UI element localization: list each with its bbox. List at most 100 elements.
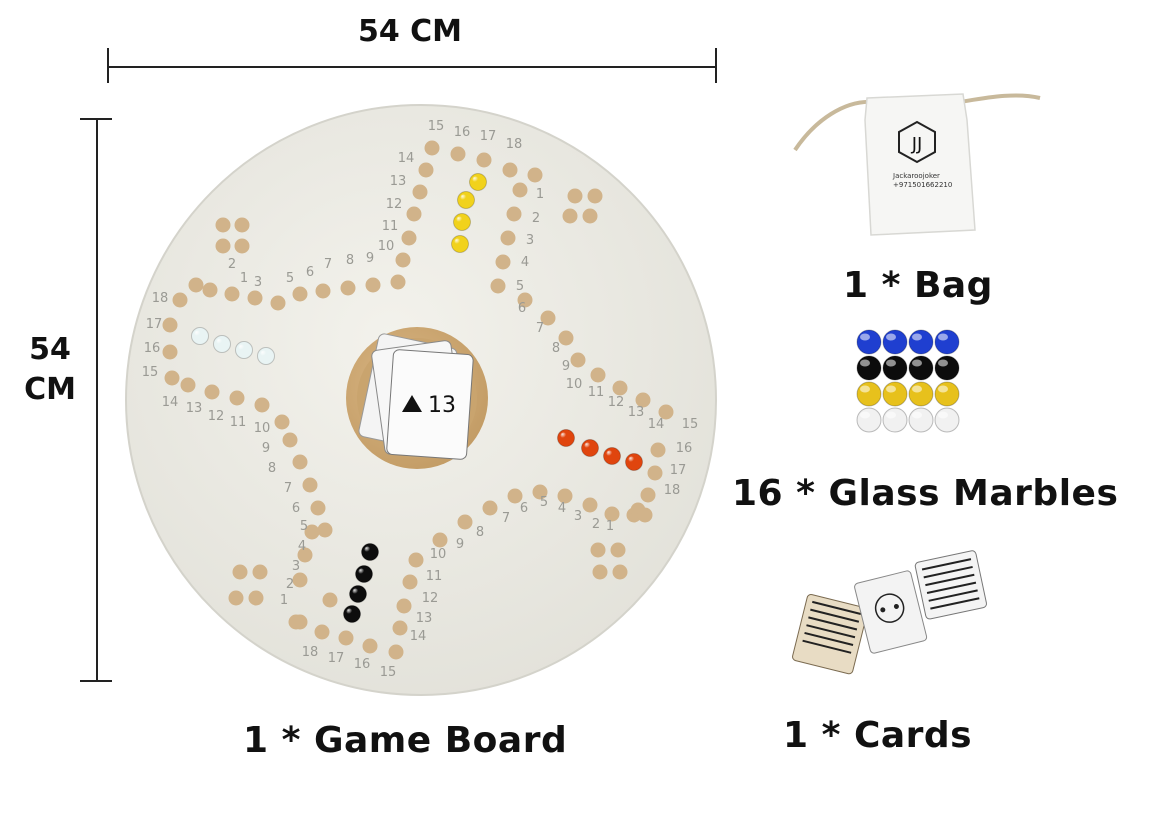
board-hole	[507, 488, 523, 504]
board-track-number: 6	[292, 501, 300, 516]
board-holes	[162, 140, 674, 660]
board-hole	[502, 162, 518, 178]
board-track-number: 14	[398, 151, 415, 166]
glass-marble-highlight	[886, 333, 896, 341]
board-marble	[213, 335, 231, 353]
board-hole	[224, 286, 240, 302]
board-track-number: 5	[516, 279, 524, 294]
board-track-number: 12	[608, 395, 625, 410]
board-hole	[254, 397, 270, 413]
board-track-number: 4	[521, 255, 529, 270]
board-hole	[587, 188, 603, 204]
height-dimension-label: 54 CM	[10, 330, 90, 410]
board-hole	[482, 500, 498, 516]
board-hole	[540, 310, 556, 326]
width-dimension-tick-left	[107, 48, 109, 83]
board-hole	[292, 572, 308, 588]
board-track-number: 3	[526, 233, 534, 248]
board-hole	[180, 377, 196, 393]
board-hole	[570, 352, 586, 368]
glass-marble	[882, 355, 908, 381]
board-marble	[603, 447, 621, 465]
board-track-number: 10	[378, 239, 395, 254]
board-track-number: 5	[300, 519, 308, 534]
card-center	[854, 570, 928, 654]
board-track-number: 15	[142, 365, 159, 380]
glass-marble	[908, 329, 934, 355]
glass-marble-highlight	[912, 411, 922, 419]
board-track-number: 17	[670, 463, 687, 478]
board-hole	[557, 488, 573, 504]
board-hole	[412, 184, 428, 200]
board-track-number: 17	[146, 317, 163, 332]
board-track-number: 12	[208, 409, 225, 424]
board-track-number: 17	[480, 129, 497, 144]
board-track-number: 6	[520, 501, 528, 516]
board-track-number: 16	[354, 657, 371, 672]
board-track-number: 2	[228, 257, 236, 272]
board-hole	[164, 370, 180, 386]
board-hole	[229, 390, 245, 406]
height-dimension-label-line2: CM	[24, 372, 76, 407]
board-track-number: 11	[382, 219, 399, 234]
board-hole	[582, 497, 598, 513]
board-track-number: 10	[430, 547, 447, 562]
board-track-number: 16	[676, 441, 693, 456]
board-track-number: 18	[506, 137, 523, 152]
board-marble	[581, 439, 599, 457]
board-track-number: 9	[562, 359, 570, 374]
glass-marble-highlight	[886, 411, 896, 419]
glass-marble	[934, 355, 960, 381]
board-track-number: 11	[230, 415, 247, 430]
glass-marble-highlight	[938, 385, 948, 393]
board-hole	[392, 620, 408, 636]
board-marble	[457, 191, 475, 209]
board-track-number: 14	[162, 395, 179, 410]
board-marble-highlight	[606, 450, 613, 457]
board-hole	[517, 292, 533, 308]
board-track-number: 1	[280, 593, 288, 608]
glass-marble	[908, 407, 934, 433]
card-stack-right	[914, 550, 987, 620]
board-marble-highlight	[472, 176, 479, 183]
board-hole	[635, 392, 651, 408]
board-track-number: 1	[606, 519, 614, 534]
bag-phone: +971501662210	[893, 181, 952, 189]
board-track-number: 3	[292, 559, 300, 574]
board-hole	[604, 506, 620, 522]
board-hole	[650, 442, 666, 458]
board-track-number: 6	[306, 265, 314, 280]
board-hole	[322, 592, 338, 608]
board-marble-highlight	[260, 350, 267, 357]
cards-deck	[792, 550, 987, 675]
board-hole	[314, 624, 330, 640]
board-hole	[562, 208, 578, 224]
glass-marble-highlight	[860, 385, 870, 393]
board-hole	[450, 146, 466, 162]
board-hole	[532, 484, 548, 500]
bag-logo: JJ	[911, 134, 923, 155]
board-hole	[247, 290, 263, 306]
board-hole	[215, 217, 231, 233]
board-hole	[340, 280, 356, 296]
height-dimension-tick-bottom	[80, 680, 112, 682]
bag-body	[864, 93, 976, 236]
glass-marble	[856, 407, 882, 433]
board-hole	[590, 367, 606, 383]
board-hole	[162, 344, 178, 360]
board-hole	[282, 432, 298, 448]
board-hole	[395, 252, 411, 268]
caption-bag: 1 * Bag	[843, 265, 993, 306]
board-track-number: 4	[298, 539, 306, 554]
board-track-number: 13	[390, 174, 407, 189]
board-hole	[457, 514, 473, 530]
board-marble-highlight	[358, 568, 365, 575]
glass-marble-highlight	[860, 333, 870, 341]
board-hole	[612, 564, 628, 580]
bag-instagram: Jackaroojoker	[892, 172, 940, 180]
glass-marble	[908, 381, 934, 407]
board-hole	[292, 454, 308, 470]
caption-game-board: 1 * Game Board	[243, 720, 568, 761]
